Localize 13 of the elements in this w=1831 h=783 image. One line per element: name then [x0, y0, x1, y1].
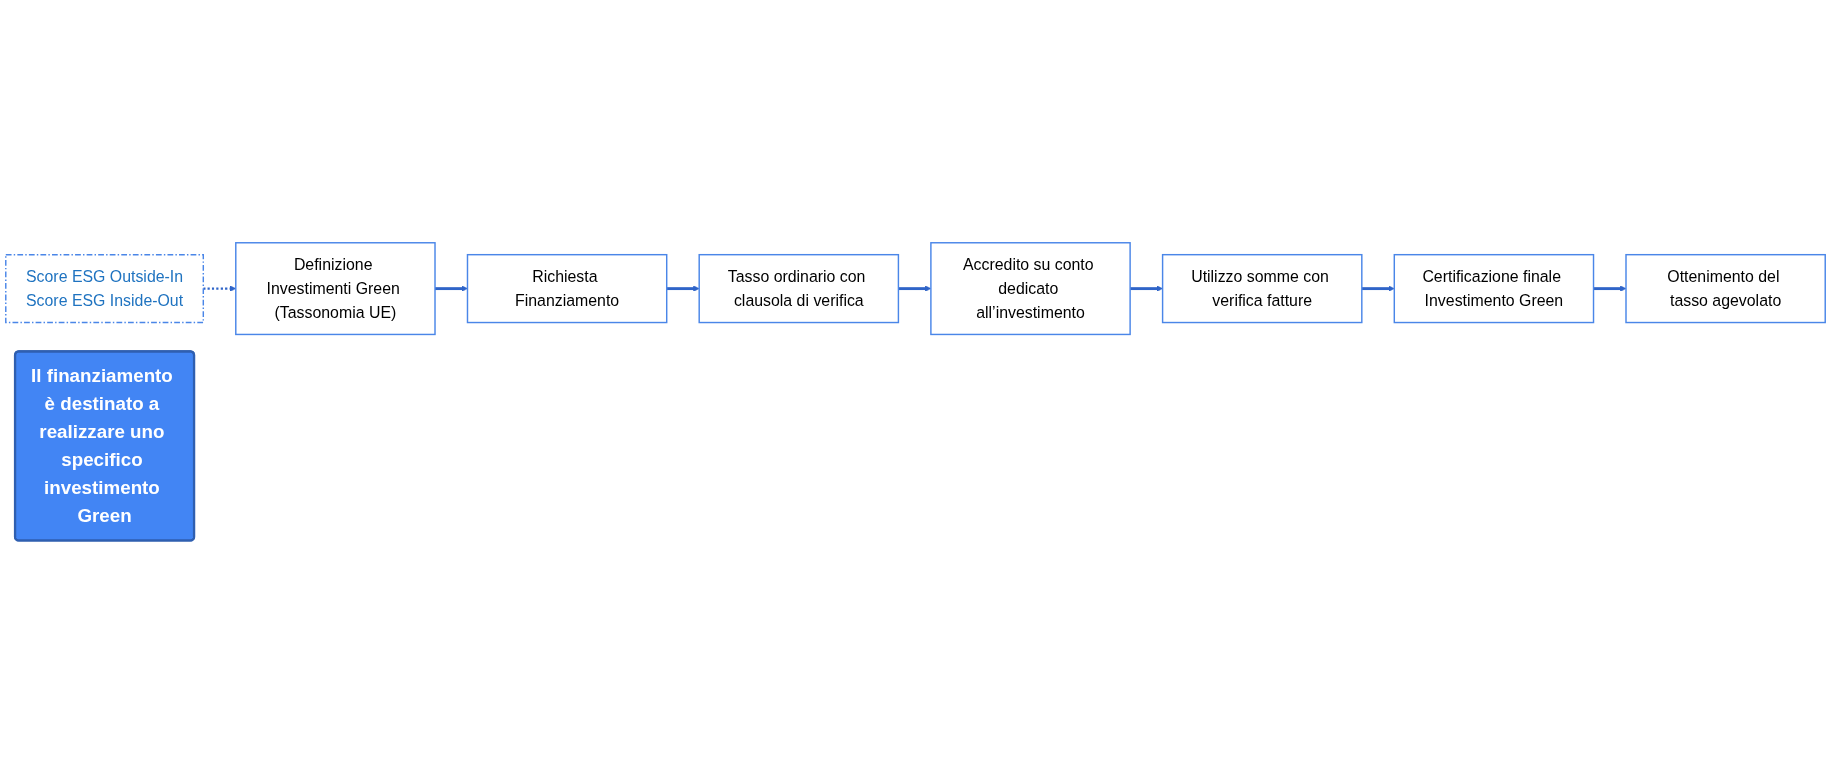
node-box: Score ESG Outside-In Score ESG Inside-Out	[5, 253, 205, 324]
arrow	[1361, 285, 1395, 292]
node-box: Certificazione finale Investimento Green	[1393, 253, 1595, 324]
node-box: Accredito su conto dedicato all’investimento	[930, 241, 1131, 335]
node-box: Ottenimento del tasso agevolato	[1625, 253, 1826, 324]
node-box: Definizione Investimenti Green (Tassonomia UE)	[235, 241, 436, 335]
arrow	[435, 285, 468, 292]
node-box: Richiesta Finanziamento	[466, 253, 668, 324]
node-box: Tasso ordinario con clausola di verifica	[698, 253, 900, 324]
arrow	[1593, 285, 1627, 292]
node-box: Utilizzo somme con verifica fatture	[1161, 253, 1363, 324]
arrow	[1130, 285, 1163, 292]
arrow	[666, 285, 700, 292]
